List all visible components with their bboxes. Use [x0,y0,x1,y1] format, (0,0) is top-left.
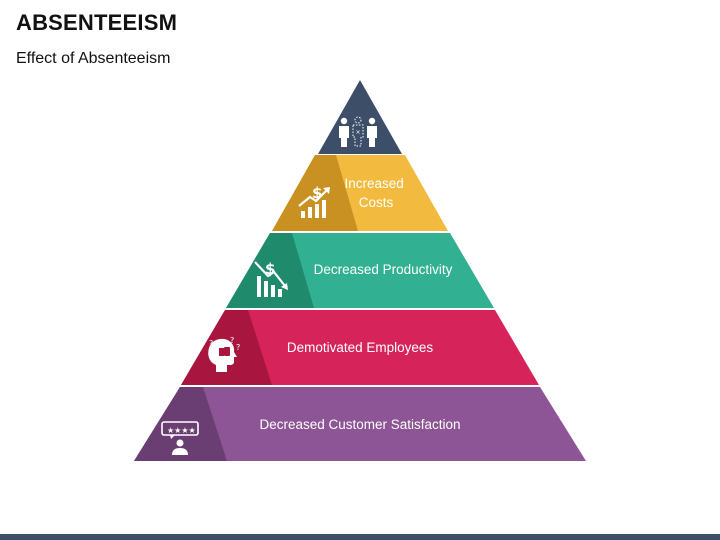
tier-productivity-icon-panel [226,233,314,308]
demotivated-head-icon: ? ? ? [208,336,240,372]
tier-costs-icon-panel [272,155,358,231]
svg-text:?: ? [236,343,240,352]
page-title: ABSENTEEISM [16,10,178,35]
svg-text:$: $ [265,260,275,278]
tier-costs-label: Increased Costs [344,176,407,210]
pyramid-tier-costs: $ Increased Costs [272,155,448,231]
svg-text:★★★★: ★★★★ [167,426,196,435]
tier-motivation-label: Demotivated Employees [287,340,434,355]
pyramid-tier-top: × [318,80,402,154]
tier-motivation-shape [181,310,539,385]
tier-productivity-label: Decreased Productivity [314,262,453,277]
customer-rating-icon: ★★★★ [161,421,199,455]
tier-top-shape [318,80,402,154]
declining-productivity-icon: $ [254,260,288,297]
tier-satisfaction-icon-panel [134,387,227,461]
tier-costs-label-line-1: Increased [344,176,403,191]
page-subtitle: Effect of Absenteeism [16,50,171,67]
pyramid-tier-satisfaction: ★★★★ Decreased Customer Satisfaction [134,387,586,461]
svg-text:$: $ [312,184,322,202]
pyramid-tier-motivation: ? ? ? Demotivated Employees [181,310,539,385]
rising-costs-icon: $ [298,184,330,218]
svg-text:×: × [355,129,360,136]
footer-bar [0,534,720,540]
tier-costs-label-line-2: Costs [359,195,394,210]
pyramid-tier-productivity: $ Decreased Productivity [226,233,494,308]
svg-text:?: ? [209,339,213,348]
tier-satisfaction-label: Decreased Customer Satisfaction [259,417,460,432]
tier-satisfaction-shape [134,387,586,461]
absent-employee-icon: × [339,116,377,147]
svg-text:?: ? [230,336,234,345]
